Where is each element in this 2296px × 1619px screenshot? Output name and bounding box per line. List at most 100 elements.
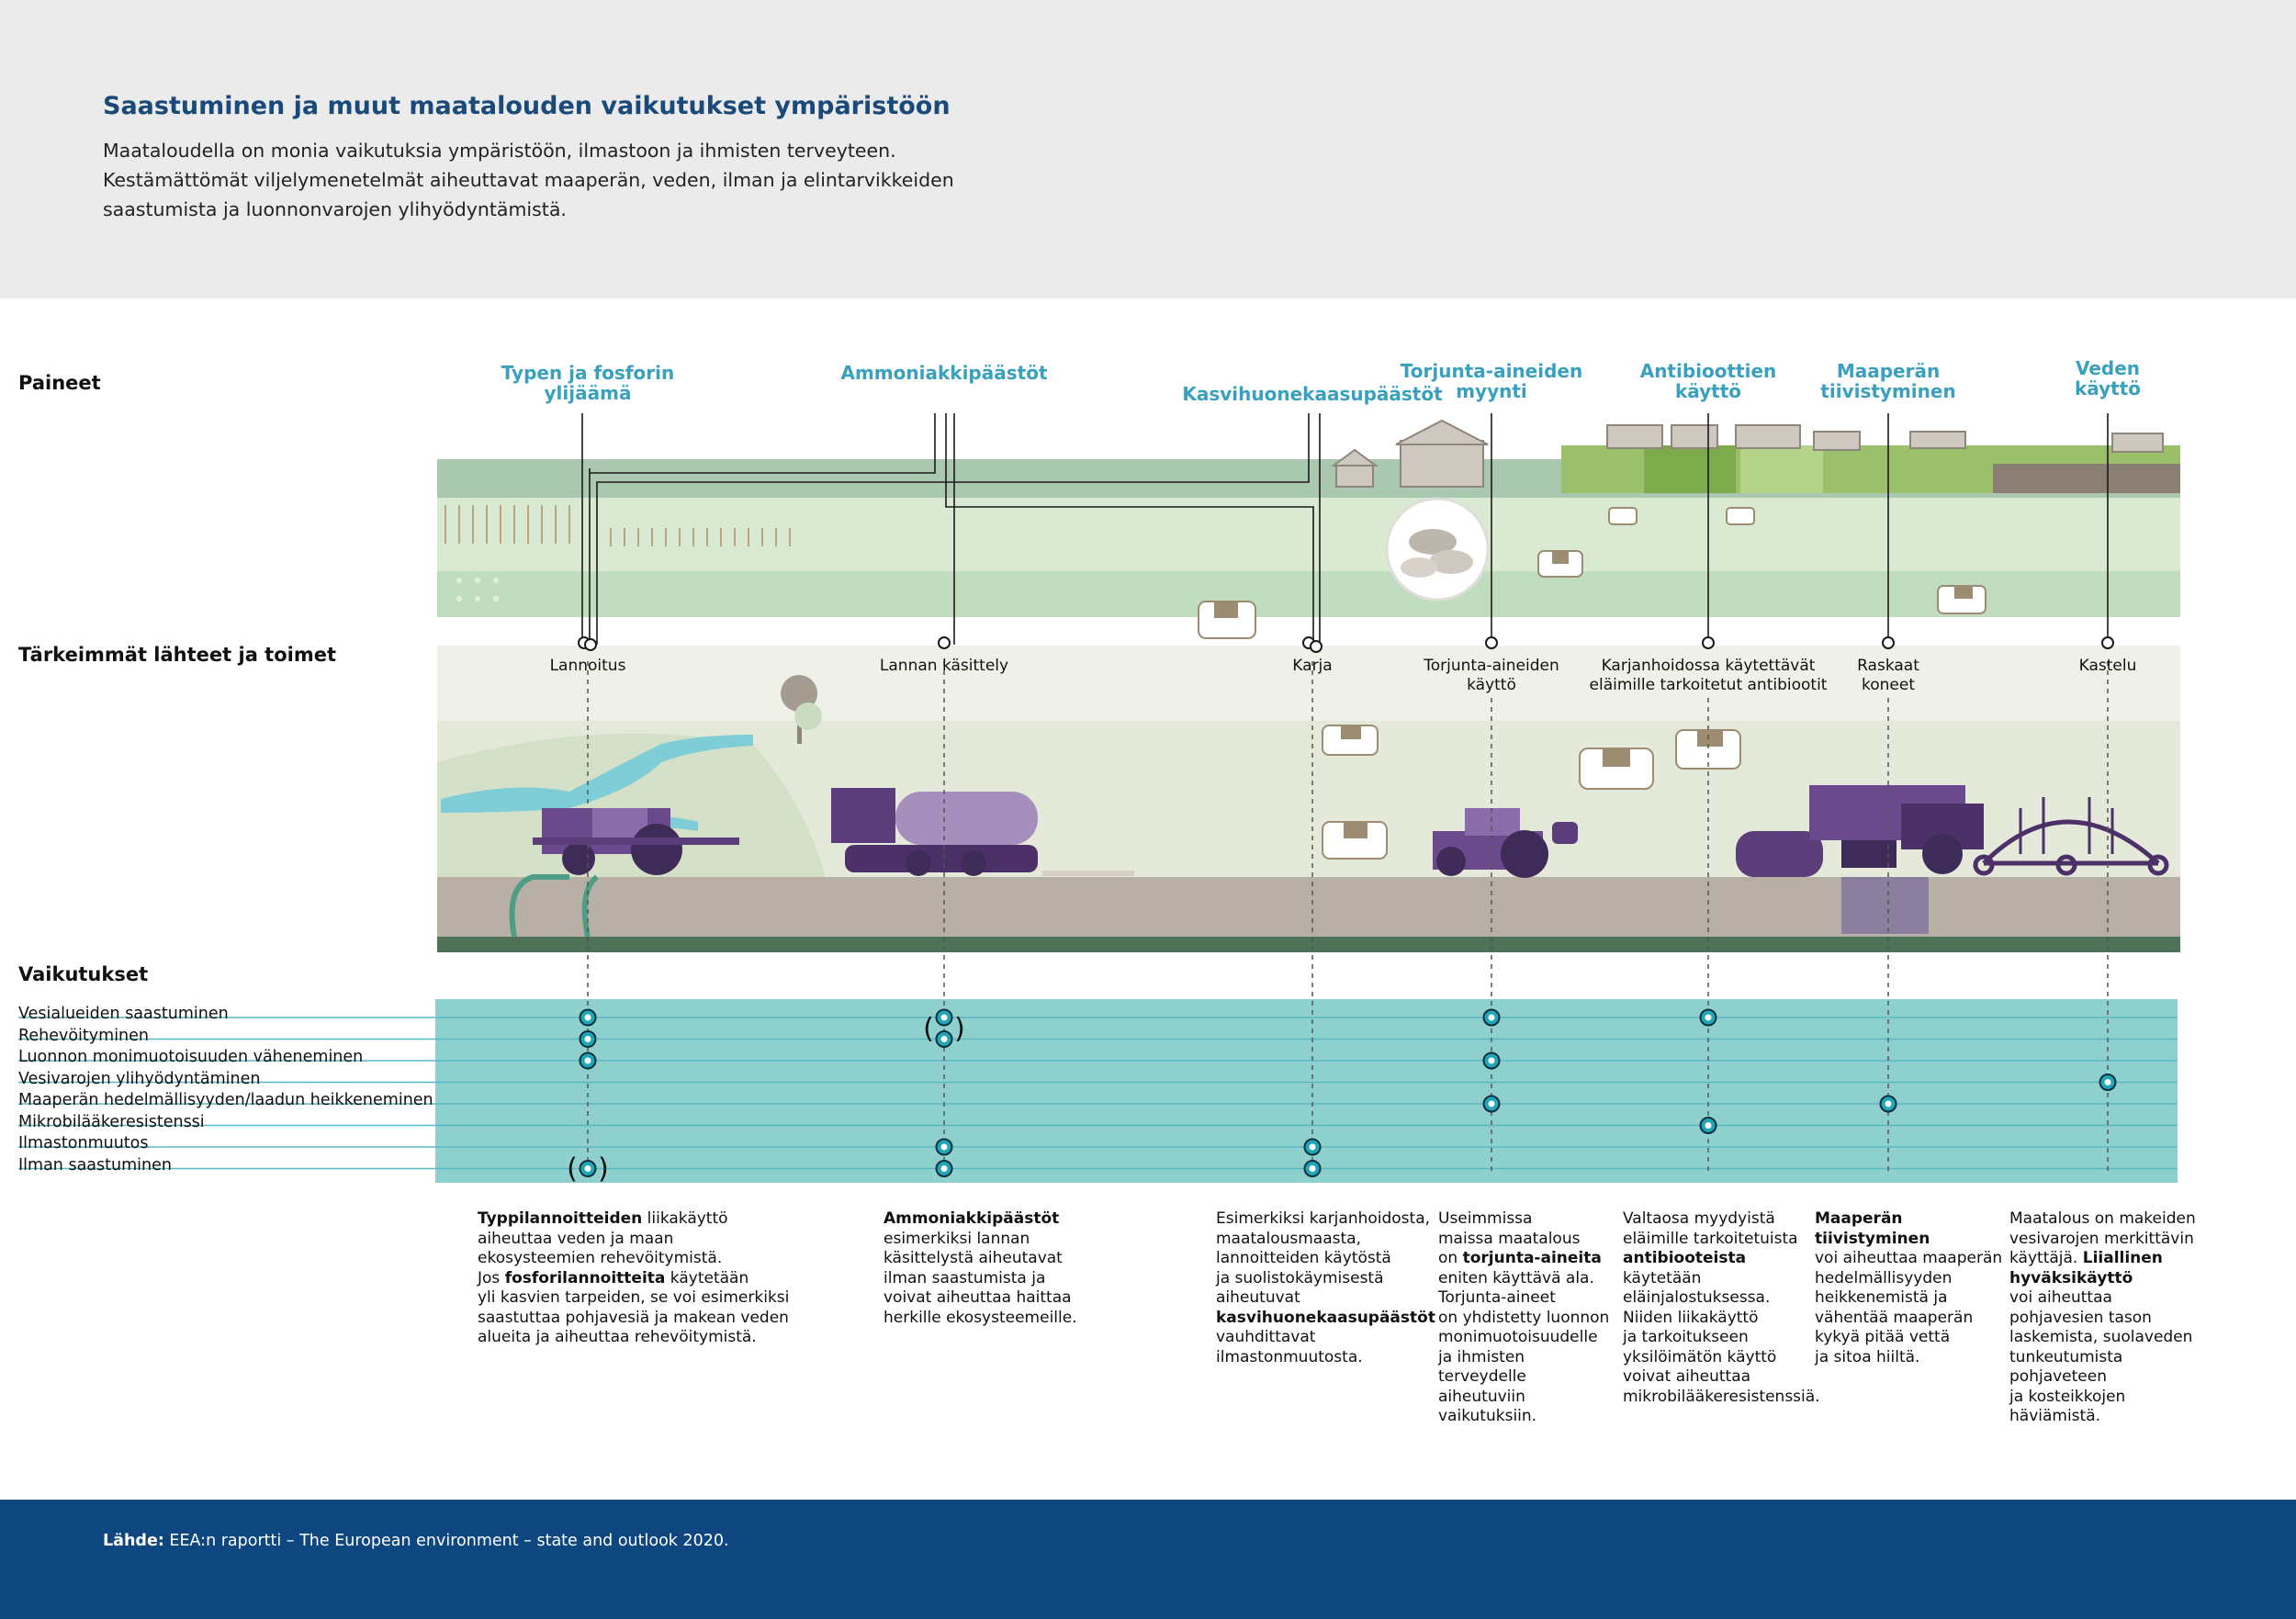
description-line: maissa maatalous — [1438, 1230, 1609, 1250]
impact-label: Mikrobilääkeresistenssi — [18, 1112, 205, 1131]
description-line: voi aiheuttaa maaperän — [1815, 1249, 2002, 1269]
impact-marker-center — [940, 1014, 948, 1021]
description-line: kasvihuonekaasupäästöt — [1216, 1309, 1435, 1329]
source-label: Lannoitus — [550, 657, 626, 676]
source-label-line: Lannan käsittely — [879, 657, 1009, 675]
description-segment: käytetään — [1623, 1268, 1702, 1287]
description-line: Valtaosa myydyistä — [1623, 1209, 1820, 1230]
description-line: tunkeutumista — [2009, 1348, 2196, 1368]
description-segment: on yhdistetty luonnon — [1438, 1308, 1610, 1327]
description-segment: yli kasvien tarpeiden, se voi esimerkiks… — [478, 1288, 790, 1307]
description-line: antibiooteista — [1623, 1249, 1820, 1269]
description-segment: Jos — [478, 1268, 505, 1287]
pressure-label-line: Veden — [2075, 357, 2141, 379]
impact-marker-center — [1705, 1122, 1712, 1129]
pressure-label-line: Torjunta-aineiden — [1400, 360, 1583, 382]
source-label-line: Karjanhoidossa käytettävät — [1601, 657, 1816, 675]
intro-text: Maataloudella on monia vaikutuksia ympär… — [103, 136, 954, 224]
description-bold: kasvihuonekaasupäästöt — [1216, 1308, 1435, 1327]
description-line: häviämistä. — [2009, 1407, 2196, 1427]
pressure-label-line: myynti — [1456, 380, 1527, 402]
source-label-line: Raskaat — [1857, 657, 1919, 675]
description-segment: ja suolistokäymisestä — [1216, 1268, 1384, 1287]
description-line: voi aiheuttaa — [2009, 1288, 2196, 1309]
description-segment: ja sitoa hiiltä. — [1815, 1347, 1920, 1366]
impact-marker-center — [1488, 1057, 1495, 1064]
middle-landscape — [437, 646, 2180, 952]
impact-bracket: ( — [923, 1013, 934, 1045]
impact-marker-center — [1309, 1143, 1316, 1151]
description-line: ja sitoa hiiltä. — [1815, 1348, 2002, 1368]
description-segment: yksilöimätön käyttö — [1623, 1347, 1777, 1366]
description-line: herkille ekosysteemeille. — [884, 1309, 1077, 1329]
description-segment: lannoitteiden käytöstä — [1216, 1249, 1391, 1267]
source-label-line: eläimille tarkoitetut antibiootit — [1589, 676, 1828, 694]
description-segment: eniten käyttävä ala. — [1438, 1268, 1594, 1287]
description-segment: laskemista, suolaveden — [2009, 1328, 2193, 1346]
description-line: ja tarkoitukseen — [1623, 1328, 1820, 1348]
description-line: eläinjalostuksessa. — [1623, 1288, 1820, 1309]
impact-marker-center — [940, 1036, 948, 1042]
description-line: hedelmällisyyden — [1815, 1269, 2002, 1289]
description-line: on yhdistetty luonnon — [1438, 1309, 1609, 1329]
description-segment: ja tarkoitukseen — [1623, 1328, 1749, 1346]
description-line: yksilöimätön käyttö — [1623, 1348, 1820, 1368]
impact-marker-center — [1885, 1100, 1892, 1107]
description-line: saastuttaa pohjavesiä ja makean veden — [478, 1309, 789, 1329]
description-segment: vesivarojen merkittävin — [2009, 1229, 2194, 1248]
description-line: ja kosteikkojen — [2009, 1388, 2196, 1408]
source-label: Lannan käsittely — [880, 657, 1008, 676]
description-line: Niiden liikakäyttö — [1623, 1309, 1820, 1329]
source-label-line: Karja — [1292, 657, 1333, 675]
pressure-label-line: Ammoniakkipäästöt — [840, 362, 1048, 384]
source-label-line: käyttö — [1467, 676, 1516, 694]
description-segment: ilman saastumista ja — [884, 1268, 1046, 1287]
description-line: laskemista, suolaveden — [2009, 1328, 2196, 1348]
impact-marker-center — [1488, 1014, 1495, 1021]
description-segment: voivat aiheuttaa — [1623, 1367, 1751, 1386]
impact-marker-center — [1309, 1165, 1316, 1172]
source-label: Karja — [1292, 657, 1332, 676]
pressure-label-line: Maaperän — [1836, 360, 1941, 382]
description-line: aiheuttaa veden ja maan — [478, 1230, 789, 1250]
description-bold: fosforilannoitteita — [504, 1268, 666, 1287]
impact-label: Vesivarojen ylihyödyntäminen — [18, 1069, 261, 1088]
description-segment: häviämistä. — [2009, 1407, 2101, 1425]
description-line: käsittelystä aiheutavat — [884, 1249, 1077, 1269]
description-segment: kykyä pitää vettä — [1815, 1328, 1951, 1346]
irrigation-icon — [1973, 797, 2169, 876]
description-segment: Niiden liikakäyttö — [1623, 1308, 1759, 1327]
section-pressures: Paineet — [18, 372, 101, 394]
description-segment: on — [1438, 1249, 1463, 1267]
description-segment: heikkenemistä ja — [1815, 1288, 1948, 1307]
description-line: aiheutuviin — [1438, 1388, 1609, 1408]
description-segment: esimerkiksi lannan — [884, 1229, 1030, 1248]
description-bold: antibiooteista — [1623, 1249, 1747, 1267]
section-sources: Tärkeimmät lähteet ja toimet — [18, 644, 336, 666]
description-segment: Useimmissa — [1438, 1209, 1533, 1228]
description-line: ja ihmisten — [1438, 1348, 1609, 1368]
description-segment: Torjunta-aineet — [1438, 1288, 1556, 1307]
footer-label: Lähde: — [103, 1532, 164, 1550]
description-line: pohjavesien tason — [2009, 1309, 2196, 1329]
impact-bracket: ) — [598, 1153, 609, 1186]
description-bold: Typpilannoitteiden — [478, 1209, 643, 1228]
description-line: Torjunta-aineet — [1438, 1288, 1609, 1309]
description-line: vauhdittavat — [1216, 1328, 1435, 1348]
impact-label: Ilmastonmuutos — [18, 1134, 149, 1152]
description-segment: aiheutuviin — [1438, 1387, 1525, 1406]
description-line: Useimmissa — [1438, 1209, 1609, 1230]
description-segment: voivat aiheuttaa haittaa — [884, 1288, 1072, 1307]
description-bold: Liiallinen — [2082, 1249, 2163, 1267]
description-segment: hedelmällisyyden — [1815, 1268, 1953, 1287]
description-segment: eläinjalostuksessa. — [1623, 1288, 1771, 1307]
intro-line: Maataloudella on monia vaikutuksia ympär… — [103, 140, 896, 162]
source-nodes — [578, 636, 2114, 653]
tractor-icon — [1433, 808, 1578, 878]
